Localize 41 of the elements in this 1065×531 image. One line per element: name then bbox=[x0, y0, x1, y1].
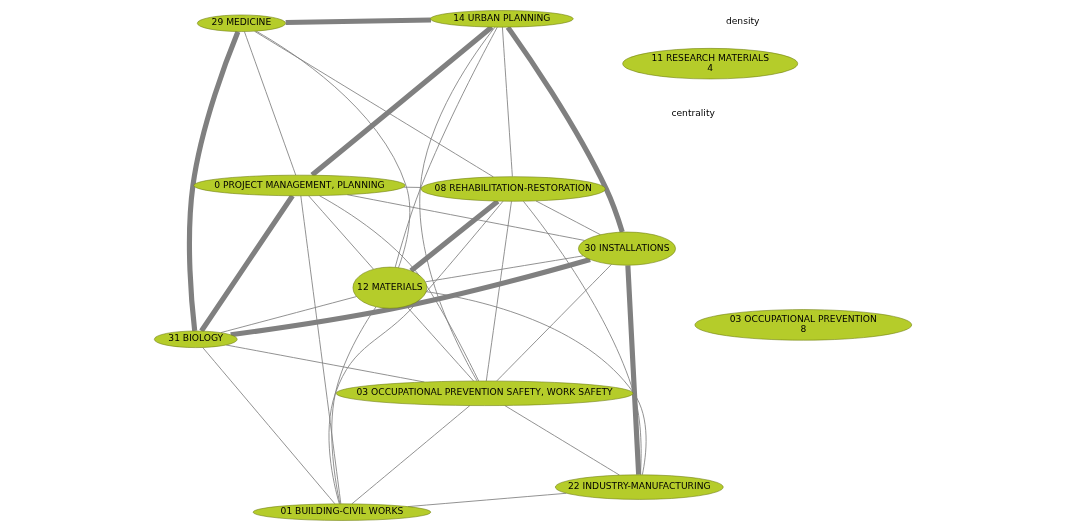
node-ellipse: 08 REHABILITATION-RESTORATION bbox=[420, 176, 606, 202]
connector bbox=[198, 194, 295, 333]
connector bbox=[522, 200, 642, 476]
label: density bbox=[725, 16, 759, 27]
node-ellipse: 29 MEDICINE bbox=[196, 14, 286, 32]
node-ellipse: 22 INDUSTRY-MANUFACTURING bbox=[554, 474, 723, 500]
connector bbox=[299, 195, 341, 505]
connector bbox=[307, 195, 374, 270]
connector bbox=[418, 26, 495, 382]
connector bbox=[535, 200, 601, 236]
node-ellipse: 11 RESEARCH MATERIALS 4 bbox=[621, 48, 798, 80]
node-ellipse: 03 OCCUPATIONAL PREVENTION 8 bbox=[694, 309, 912, 341]
connector bbox=[495, 263, 612, 382]
connector bbox=[425, 291, 646, 476]
label: centrality bbox=[670, 107, 715, 118]
connector bbox=[201, 347, 335, 505]
connector bbox=[394, 26, 498, 268]
node-ellipse: 31 BIOLOGY bbox=[153, 330, 238, 348]
node-ellipse: 12 MATERIALS bbox=[352, 266, 427, 309]
connector bbox=[255, 30, 410, 269]
connector bbox=[405, 305, 474, 382]
connector bbox=[229, 256, 591, 338]
connector bbox=[624, 265, 641, 475]
connector bbox=[485, 200, 512, 382]
connector bbox=[328, 200, 503, 505]
node-ellipse: 14 URBAN PLANNING bbox=[429, 10, 574, 28]
node-ellipse: 30 INSTALLATIONS bbox=[577, 231, 676, 266]
node-ellipse: 0 PROJECT MANAGEMENT, PLANNING bbox=[193, 174, 405, 197]
connector bbox=[330, 306, 376, 505]
connector bbox=[402, 186, 422, 188]
connector bbox=[243, 31, 296, 176]
connector bbox=[285, 17, 431, 26]
node-ellipse: 03 OCCUPATIONAL PREVENTION SAFETY, WORK SAFETY bbox=[335, 380, 633, 406]
connector bbox=[318, 195, 479, 382]
node-ellipse: 01 BUILDING-CIVIL WORKS bbox=[252, 503, 431, 521]
connector bbox=[408, 199, 499, 273]
connector bbox=[253, 30, 494, 178]
connector bbox=[424, 255, 584, 283]
connector bbox=[186, 30, 240, 332]
connector bbox=[503, 405, 620, 476]
connector bbox=[501, 26, 513, 177]
